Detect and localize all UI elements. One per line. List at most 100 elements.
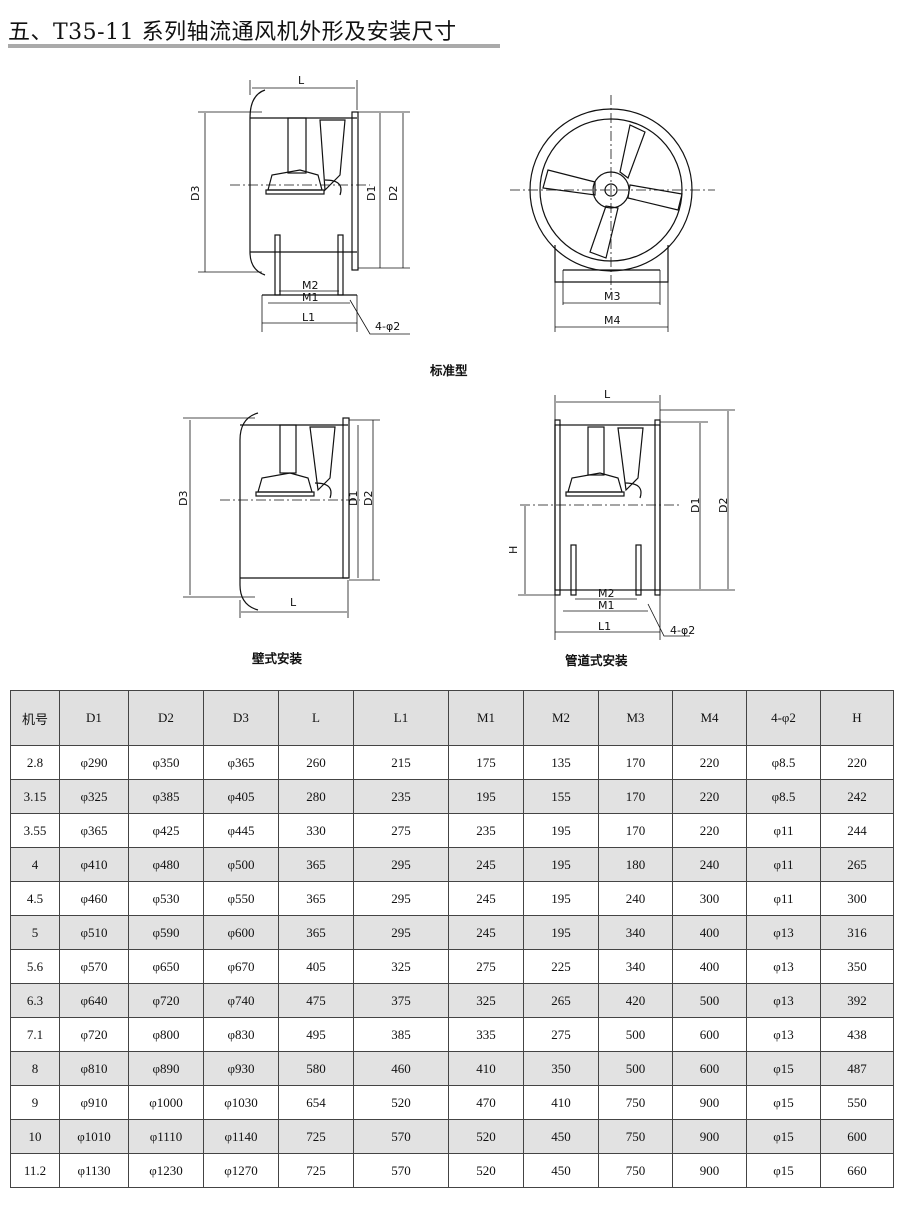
- table-cell: 195: [523, 813, 599, 848]
- table-cell: φ1000: [128, 1085, 204, 1120]
- table-cell: 350: [820, 949, 894, 984]
- table-cell: 170: [598, 813, 673, 848]
- table-cell: 420: [598, 983, 673, 1018]
- table-cell: 195: [523, 847, 599, 882]
- column-header: M4: [672, 690, 747, 746]
- table-cell: 4: [10, 847, 60, 882]
- table-cell: φ570: [59, 949, 129, 984]
- table-cell: 235: [353, 779, 449, 814]
- table-cell: φ1270: [203, 1153, 279, 1188]
- table-cell: 580: [278, 1051, 354, 1086]
- dim-label-H: H: [507, 546, 520, 554]
- table-cell: φ8.5: [746, 779, 821, 814]
- dim-label-hole: 4-φ2: [670, 624, 695, 637]
- table-cell: φ1130: [59, 1153, 129, 1188]
- table-cell: 400: [672, 949, 747, 984]
- table-cell: 487: [820, 1051, 894, 1086]
- table-cell: φ1010: [59, 1119, 129, 1154]
- table-cell: 660: [820, 1153, 894, 1188]
- table-cell: 475: [278, 983, 354, 1018]
- table-cell: 295: [353, 847, 449, 882]
- table-cell: φ640: [59, 983, 129, 1018]
- table-cell: φ930: [203, 1051, 279, 1086]
- table-cell: 316: [820, 915, 894, 950]
- table-cell: 10: [10, 1119, 60, 1154]
- table-cell: φ290: [59, 745, 129, 780]
- table-cell: φ530: [128, 881, 204, 916]
- table-cell: 245: [448, 847, 524, 882]
- table-cell: 450: [523, 1153, 599, 1188]
- table-cell: φ510: [59, 915, 129, 950]
- table-cell: 500: [672, 983, 747, 1018]
- table-cell: φ1110: [128, 1119, 204, 1154]
- table-cell: 245: [448, 915, 524, 950]
- table-cell: 244: [820, 813, 894, 848]
- table-cell: 750: [598, 1119, 673, 1154]
- table-cell: 215: [353, 745, 449, 780]
- column-header: D1: [59, 690, 129, 746]
- table-cell: 385: [353, 1017, 449, 1052]
- table-cell: 375: [353, 983, 449, 1018]
- table-cell: 750: [598, 1085, 673, 1120]
- dim-label-D1: D1: [689, 498, 702, 513]
- table-cell: 195: [523, 915, 599, 950]
- table-cell: φ11: [746, 847, 821, 882]
- table-cell: 240: [672, 847, 747, 882]
- column-header: 4-φ2: [746, 690, 821, 746]
- dim-label-M1: M1: [598, 599, 615, 612]
- table-cell: φ15: [746, 1153, 821, 1188]
- dim-label-L: L: [298, 74, 305, 87]
- table-cell: φ590: [128, 915, 204, 950]
- dim-label-D2: D2: [717, 498, 730, 513]
- table-cell: φ15: [746, 1051, 821, 1086]
- dim-label-M4: M4: [604, 314, 621, 327]
- table-cell: 275: [353, 813, 449, 848]
- table-cell: 520: [353, 1085, 449, 1120]
- table-cell: 9: [10, 1085, 60, 1120]
- table-cell: 220: [672, 779, 747, 814]
- column-header: M1: [448, 690, 524, 746]
- table-cell: 600: [672, 1051, 747, 1086]
- column-header: D3: [203, 690, 279, 746]
- page-title: 五、T35-11 系列轴流通风机外形及安装尺寸: [8, 20, 457, 45]
- table-cell: φ890: [128, 1051, 204, 1086]
- dim-label-L: L: [604, 388, 611, 401]
- table-cell: 275: [448, 949, 524, 984]
- table-cell: φ11: [746, 813, 821, 848]
- table-cell: 570: [353, 1153, 449, 1188]
- table-cell: 2.8: [10, 745, 60, 780]
- table-cell: 195: [523, 881, 599, 916]
- table-cell: 325: [448, 983, 524, 1018]
- fan-dimension-drawings: L D3 D1 D2 M2 M1 L1 4-φ2 M3 M4 标准型: [177, 74, 735, 668]
- table-cell: 265: [820, 847, 894, 882]
- table-cell: 242: [820, 779, 894, 814]
- table-cell: 220: [672, 813, 747, 848]
- table-cell: φ325: [59, 779, 129, 814]
- table-cell: 8: [10, 1051, 60, 1086]
- standard-front-view: M3 M4: [510, 95, 715, 332]
- dim-label-L1: L1: [302, 311, 315, 324]
- duct-mount-view: L D1 D2 H M2 M1 L1 4-φ2: [507, 388, 735, 640]
- table-cell: 6.3: [10, 983, 60, 1018]
- table-cell: φ11: [746, 881, 821, 916]
- dim-label-D3: D3: [177, 491, 190, 506]
- table-cell: φ425: [128, 813, 204, 848]
- table-cell: φ445: [203, 813, 279, 848]
- table-cell: φ405: [203, 779, 279, 814]
- caption-duct: 管道式安装: [565, 653, 628, 668]
- table-cell: 4.5: [10, 881, 60, 916]
- column-header: M2: [523, 690, 599, 746]
- table-cell: φ13: [746, 915, 821, 950]
- table-cell: 5.6: [10, 949, 60, 984]
- table-cell: φ480: [128, 847, 204, 882]
- table-cell: 245: [448, 881, 524, 916]
- table-cell: 450: [523, 1119, 599, 1154]
- table-cell: 340: [598, 915, 673, 950]
- table-cell: 225: [523, 949, 599, 984]
- table-cell: φ365: [59, 813, 129, 848]
- table-cell: φ740: [203, 983, 279, 1018]
